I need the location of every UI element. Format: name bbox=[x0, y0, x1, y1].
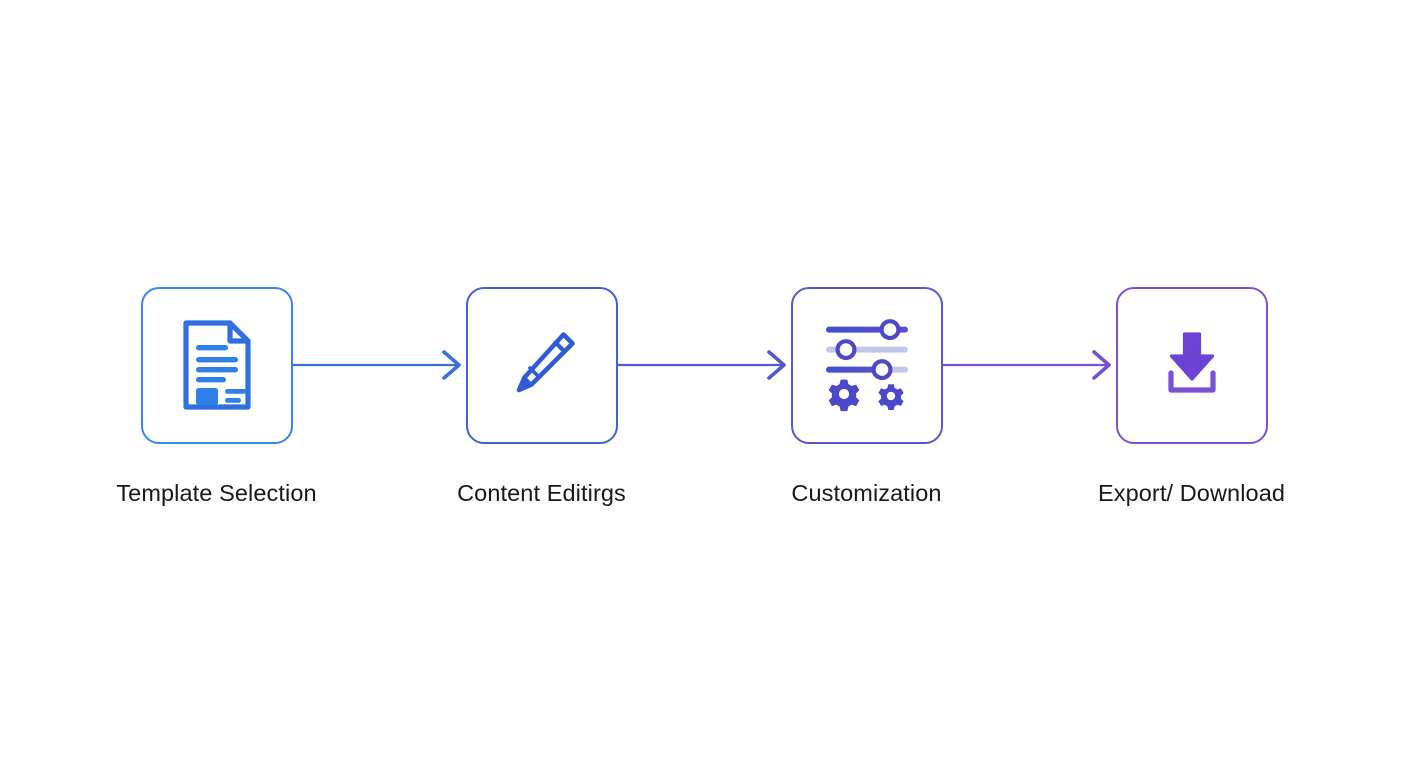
step-customization[interactable] bbox=[790, 286, 943, 444]
flow-steps-row bbox=[0, 285, 1408, 445]
flow-labels-row: Template Selection Content Editirgs Cust… bbox=[0, 478, 1408, 518]
pencil-icon bbox=[516, 332, 575, 393]
slider-knob-2 bbox=[835, 339, 856, 361]
slider-knob-3 bbox=[870, 359, 892, 381]
arrow-right-icon-3 bbox=[942, 350, 1111, 380]
card-content-editing[interactable] bbox=[465, 286, 618, 444]
gear-icon-right bbox=[877, 384, 904, 411]
gear-icon-left bbox=[828, 379, 859, 412]
arrow-right-icon-1 bbox=[292, 350, 461, 380]
card-customization[interactable] bbox=[790, 286, 943, 444]
step-content-editing[interactable] bbox=[465, 286, 618, 444]
connector-2 bbox=[617, 345, 791, 385]
card-export-download[interactable] bbox=[1115, 286, 1268, 444]
step-label-customization: Customization bbox=[791, 480, 942, 506]
document-icon bbox=[182, 320, 251, 410]
arrow-right-icon-2 bbox=[617, 350, 786, 380]
step-label-content-editing: Content Editirgs bbox=[457, 480, 626, 506]
step-label-template-selection: Template Selection bbox=[116, 480, 317, 506]
card-template-selection[interactable] bbox=[140, 286, 293, 444]
step-label-export-download: Export/ Download bbox=[1097, 480, 1286, 506]
step-export-download[interactable] bbox=[1115, 286, 1268, 444]
slider-track-3-fill bbox=[825, 366, 882, 373]
step-template-selection[interactable] bbox=[140, 286, 293, 444]
sliders-gears-icon bbox=[825, 319, 908, 412]
download-icon bbox=[1167, 332, 1216, 393]
connector-3 bbox=[942, 345, 1116, 385]
connector-1 bbox=[292, 345, 466, 385]
slider-knob-1 bbox=[878, 319, 900, 341]
